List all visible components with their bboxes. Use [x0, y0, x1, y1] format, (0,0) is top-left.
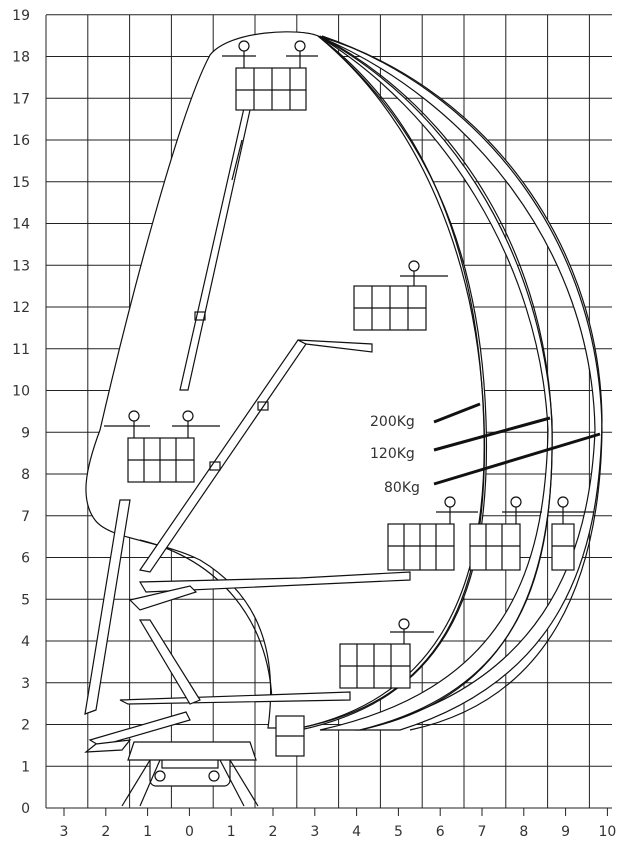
y-axis-label: 4	[21, 634, 30, 650]
reach-line-80kg	[321, 35, 603, 731]
y-axis-label: 17	[12, 91, 30, 107]
basket-low	[339, 618, 434, 689]
x-axis-label: 3	[310, 824, 319, 840]
y-axis-label: 11	[12, 342, 30, 358]
basket-mid-2	[469, 496, 542, 571]
load-leader-120kg	[433, 416, 551, 452]
y-axis-label: 10	[12, 384, 30, 400]
basket-stowed	[275, 715, 305, 757]
x-axis-label: 10	[598, 824, 616, 840]
chassis	[84, 739, 259, 807]
reach-line-120kg	[319, 35, 553, 731]
y-axis-label: 19	[12, 8, 30, 24]
x-axis-label: 2	[269, 824, 278, 840]
y-axis-label: 2	[21, 718, 30, 734]
x-axis-label: 5	[394, 824, 403, 840]
x-axis-label: 6	[436, 824, 445, 840]
load-label-120kg: 120Kg	[370, 446, 415, 462]
y-axis-label: 18	[12, 50, 30, 66]
x-axis-label: 1	[143, 824, 152, 840]
y-axis-label: 16	[12, 133, 30, 149]
boom-stowed	[84, 499, 191, 747]
envelope-main	[85, 31, 486, 729]
x-axis-label: 0	[185, 824, 194, 840]
x-axis-label: 2	[101, 824, 110, 840]
load-leader-80kg	[433, 432, 601, 486]
basket-left	[104, 410, 220, 483]
x-axis-label: 8	[519, 824, 528, 840]
boom-high	[138, 339, 373, 573]
y-axis-label: 13	[12, 258, 30, 274]
y-axis-label: 15	[12, 175, 30, 191]
envelope-120kg	[317, 35, 553, 731]
basket-mid-1	[387, 496, 478, 571]
basket-top	[222, 40, 318, 111]
boom-low	[119, 619, 351, 705]
basket-mid-3	[548, 496, 594, 571]
x-axis-label: 7	[478, 824, 487, 840]
boom-horizontal	[128, 571, 411, 611]
y-axis-label: 3	[21, 676, 30, 692]
y-axis-label: 9	[21, 425, 30, 441]
x-axis-label: 1	[227, 824, 236, 840]
load-label-80kg: 80Kg	[384, 480, 420, 496]
x-axis-label: 9	[561, 824, 570, 840]
y-axis-label: 1	[21, 759, 30, 775]
basket-high	[353, 260, 448, 331]
y-axis-label: 12	[12, 300, 30, 316]
y-axis-label: 5	[21, 592, 30, 608]
inner-envelope-arc	[139, 539, 273, 701]
y-axis-label: 0	[21, 801, 30, 817]
x-axis-label: 4	[352, 824, 361, 840]
y-axis-label: 8	[21, 467, 30, 483]
y-axis-label: 6	[21, 551, 30, 567]
load-leader-200kg	[433, 402, 481, 424]
load-label-200kg: 200Kg	[370, 414, 415, 430]
x-axis-label: 3	[60, 824, 69, 840]
y-axis-label: 7	[21, 509, 30, 525]
y-axis-label: 14	[12, 217, 30, 233]
